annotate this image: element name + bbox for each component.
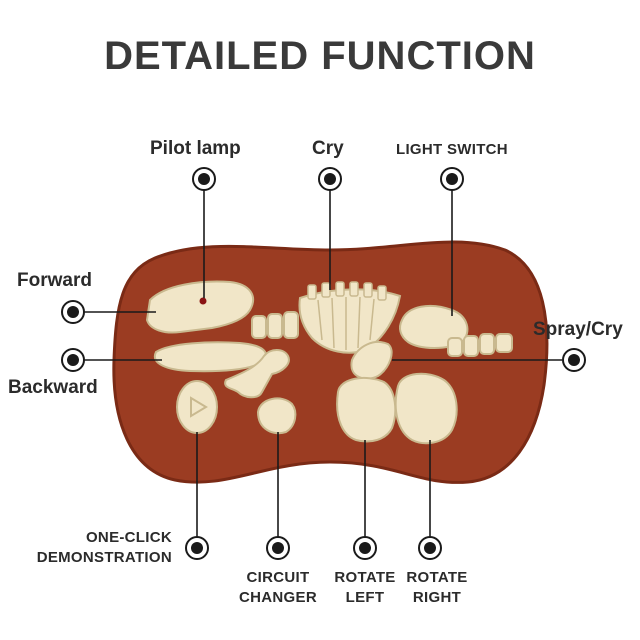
forward-marker bbox=[61, 300, 85, 324]
play-icon bbox=[190, 396, 208, 418]
cry-marker bbox=[318, 167, 342, 191]
cry-label: Cry bbox=[312, 138, 344, 159]
spine-ridges bbox=[307, 281, 387, 301]
foot-rotate-left-button[interactable] bbox=[336, 376, 397, 443]
leader-lines bbox=[84, 190, 562, 538]
light-switch-label: LIGHT SWITCH bbox=[396, 141, 508, 158]
jaw-backward-button[interactable] bbox=[153, 341, 267, 373]
rib-lines bbox=[317, 296, 375, 350]
rotate-left-label: ROTATE LEFT bbox=[330, 568, 400, 608]
rotate-left-marker bbox=[353, 536, 377, 560]
light-switch-marker bbox=[440, 167, 464, 191]
rotate-left-line1: ROTATE bbox=[334, 569, 396, 586]
forward-label: Forward bbox=[17, 270, 92, 291]
backward-label: Backward bbox=[8, 377, 98, 398]
leg-bone bbox=[350, 341, 393, 380]
foot-rotate-right-button[interactable] bbox=[394, 372, 458, 445]
circuit-line1: CIRCUIT bbox=[246, 569, 310, 586]
backward-marker bbox=[61, 348, 85, 372]
rotate-right-marker bbox=[418, 536, 442, 560]
rotate-right-line1: ROTATE bbox=[406, 569, 468, 586]
page-title: DETAILED FUNCTION bbox=[104, 34, 536, 78]
one-click-line1: ONE-CLICK bbox=[85, 529, 172, 546]
circuit-changer-label: CIRCUIT CHANGER bbox=[230, 568, 326, 608]
circuit-line2: CHANGER bbox=[239, 589, 317, 606]
one-click-marker bbox=[185, 536, 209, 560]
circuit-changer-marker bbox=[266, 536, 290, 560]
neck-vertebrae bbox=[251, 311, 299, 339]
one-click-demonstration-label: ONE-CLICK DEMONSTRATION bbox=[20, 528, 172, 568]
pilot-lamp-marker bbox=[192, 167, 216, 191]
arm-bone bbox=[224, 349, 290, 399]
spray-cry-label: Spray/Cry bbox=[533, 319, 623, 340]
egg-demo-button[interactable] bbox=[176, 380, 218, 434]
pilot-lamp-indicator bbox=[199, 297, 207, 305]
rotate-right-label: ROTATE RIGHT bbox=[398, 568, 476, 608]
one-click-line2: DEMONSTRATION bbox=[36, 549, 172, 566]
circuit-changer-button[interactable] bbox=[256, 397, 297, 435]
rotate-left-line2: LEFT bbox=[345, 589, 385, 606]
pilot-lamp-label: Pilot lamp bbox=[150, 138, 241, 159]
rotate-right-line2: RIGHT bbox=[412, 589, 462, 606]
skull-forward-button[interactable] bbox=[145, 280, 255, 334]
tail-spray-cry-button[interactable] bbox=[447, 333, 513, 357]
spray-cry-marker bbox=[562, 348, 586, 372]
marker-dots bbox=[61, 167, 586, 560]
